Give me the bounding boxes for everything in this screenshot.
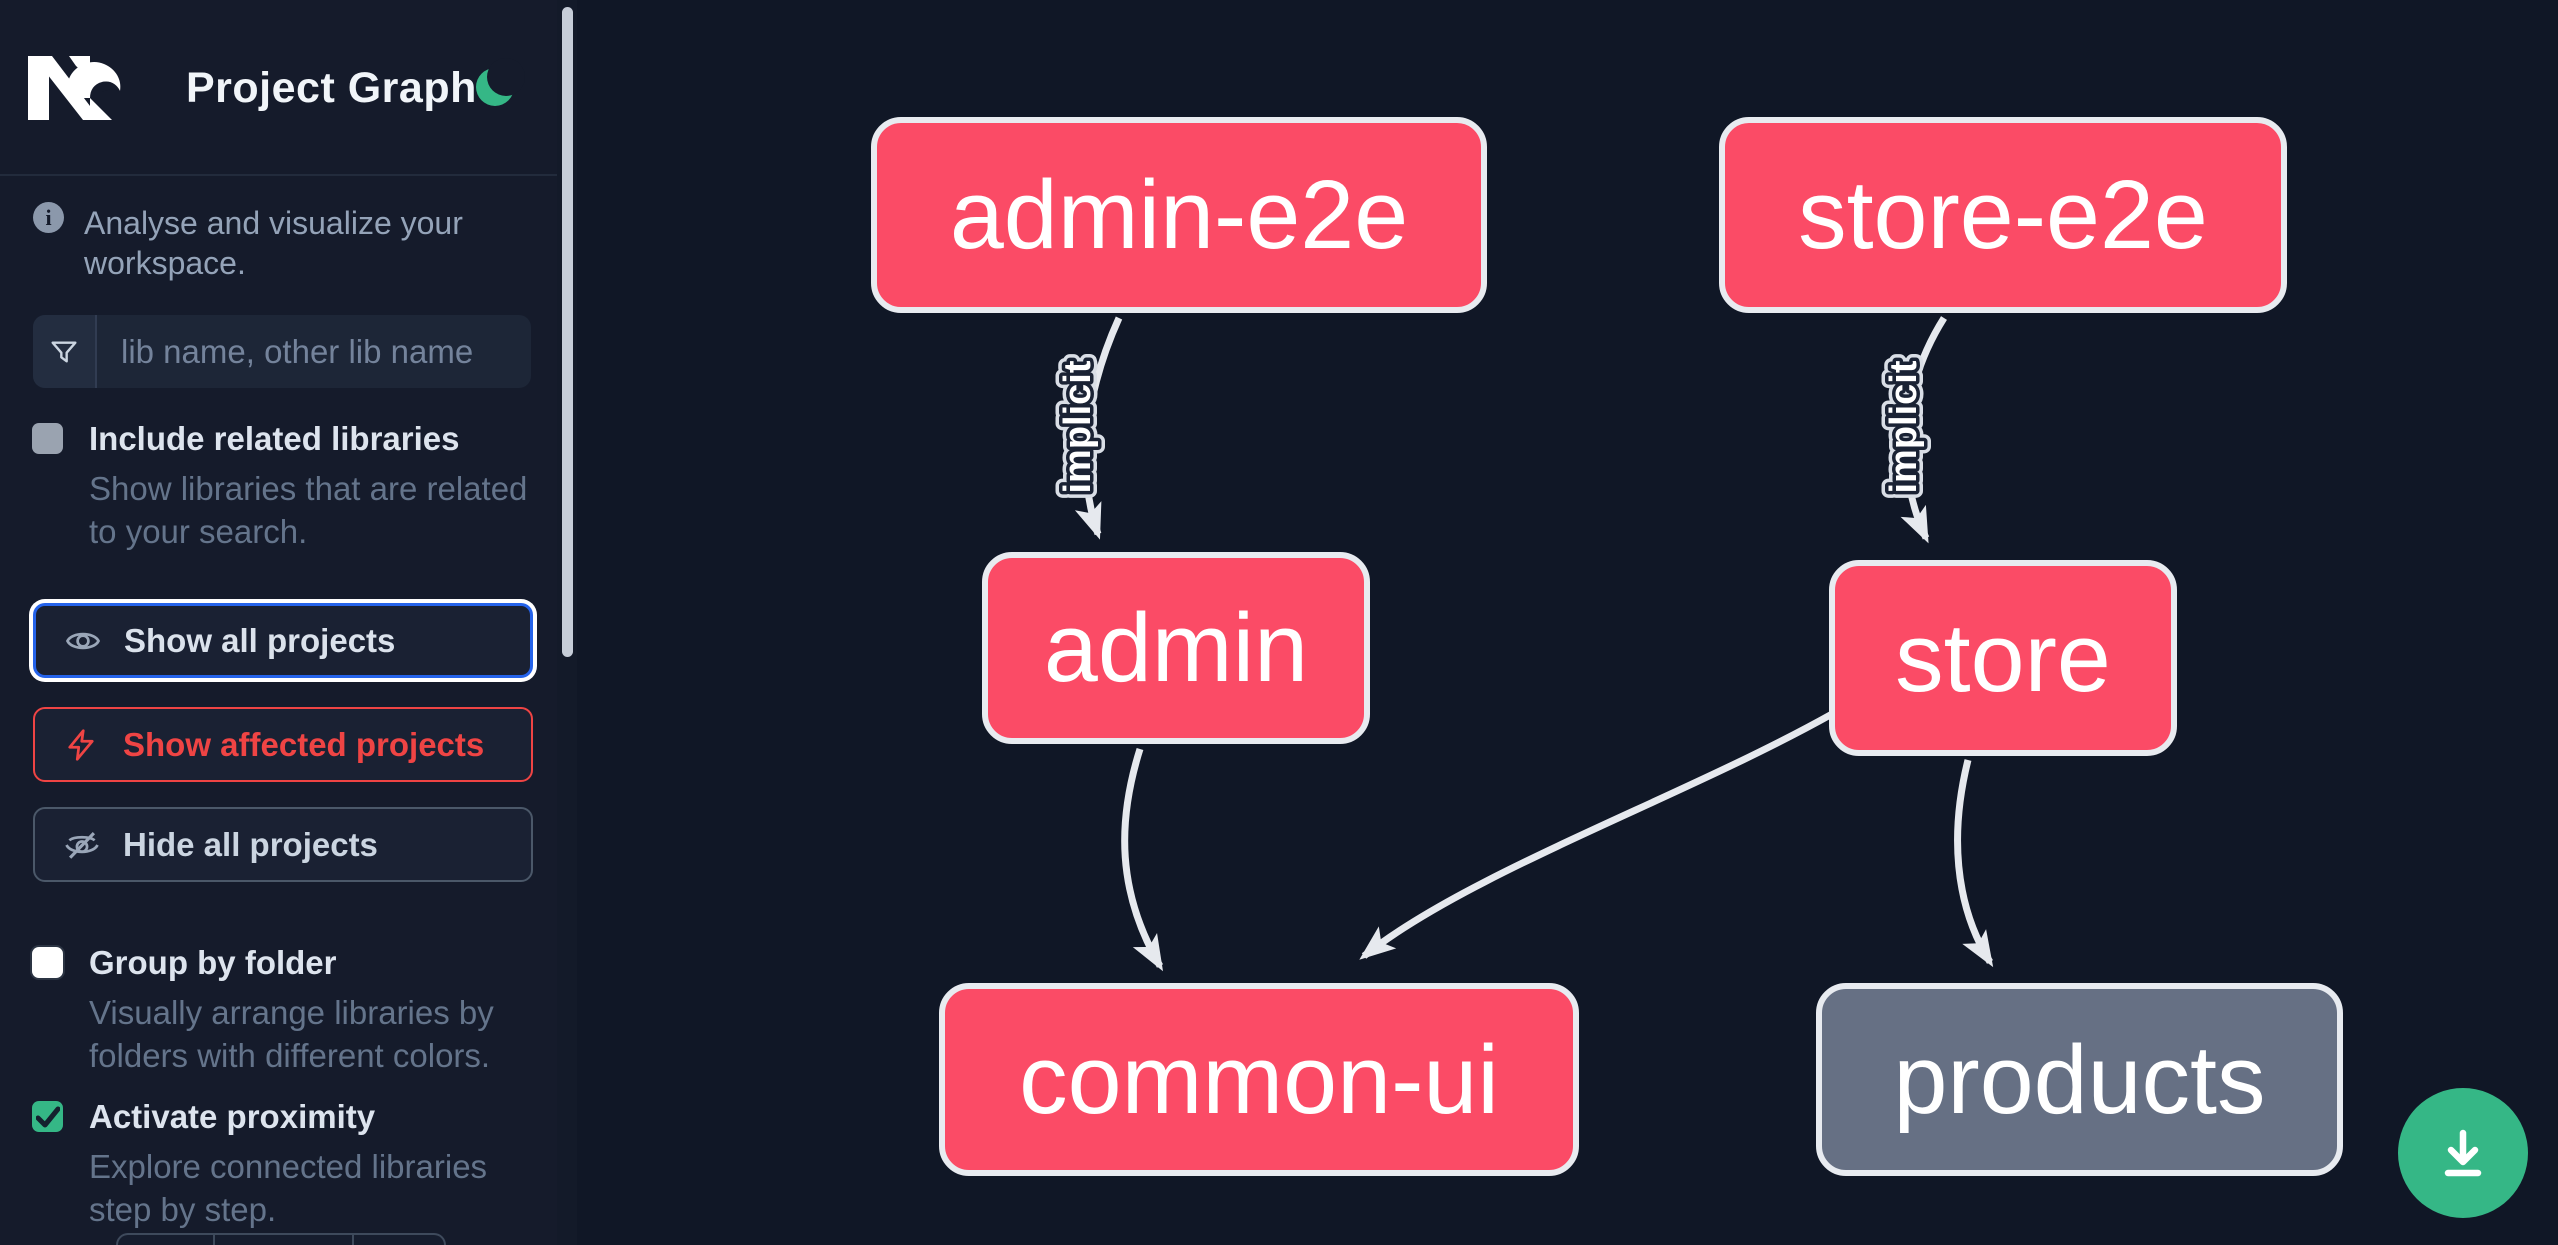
eye-off-icon <box>63 826 101 864</box>
nx-logo-icon <box>28 56 121 120</box>
option-label: Activate proximity <box>89 1098 376 1135</box>
info-icon: i <box>33 202 64 233</box>
download-icon <box>2444 1129 2482 1177</box>
checkbox-group-by-folder[interactable] <box>32 947 63 978</box>
button-label: Hide all projects <box>123 825 378 863</box>
moon-icon <box>476 58 525 106</box>
workspace-info: i Analyse and visualize your workspace. <box>33 200 533 283</box>
button-label: Show affected projects <box>123 725 485 763</box>
depth-segment[interactable] <box>215 1235 354 1245</box>
option-activate-proximity[interactable]: Activate proximity Explore connected lib… <box>32 1098 532 1231</box>
project-node-admin[interactable]: admin <box>982 552 1370 744</box>
checkbox-include-related[interactable] <box>32 423 63 454</box>
proximity-depth-control[interactable] <box>116 1233 446 1245</box>
depth-segment[interactable] <box>118 1235 215 1245</box>
depth-segment[interactable] <box>354 1235 444 1245</box>
show-affected-projects-button[interactable]: Show affected projects <box>33 707 533 782</box>
option-desc: Explore connected libraries step by step… <box>89 1147 488 1228</box>
sidebar-scrollbar-thumb[interactable] <box>562 7 573 657</box>
option-label: Group by folder <box>89 944 337 981</box>
bolt-icon <box>63 726 101 764</box>
option-desc: Visually arrange libraries by folders wi… <box>89 993 494 1074</box>
dark-mode-toggle[interactable] <box>476 58 525 110</box>
project-node-products[interactable]: products <box>1816 983 2343 1176</box>
project-node-store[interactable]: store <box>1829 560 2177 756</box>
search-box <box>33 315 531 388</box>
sidebar-scrollbar-track <box>557 0 577 1245</box>
option-desc: Show libraries that are related to your … <box>89 469 528 550</box>
sidebar-header: Project Graph <box>0 0 557 176</box>
checkbox-activate-proximity[interactable] <box>32 1101 63 1132</box>
eye-icon <box>64 622 102 660</box>
search-input[interactable] <box>97 315 531 388</box>
option-group-by-folder[interactable]: Group by folder Visually arrange librari… <box>32 944 532 1077</box>
button-label: Show all projects <box>124 621 396 659</box>
download-graph-button[interactable] <box>2398 1088 2528 1218</box>
option-include-related[interactable]: Include related libraries Show libraries… <box>32 420 532 553</box>
project-node-store-e2e[interactable]: store-e2e <box>1719 117 2287 313</box>
sidebar: Project Graph i Analyse and visualize yo… <box>0 0 557 1245</box>
project-node-common-ui[interactable]: common-ui <box>939 983 1579 1176</box>
option-label: Include related libraries <box>89 420 460 457</box>
page-title: Project Graph <box>186 64 477 112</box>
workspace-tagline: Analyse and visualize your workspace. <box>84 205 463 281</box>
filter-funnel-icon <box>33 315 97 388</box>
hide-all-projects-button[interactable]: Hide all projects <box>33 807 533 882</box>
project-node-admin-e2e[interactable]: admin-e2e <box>871 117 1487 313</box>
show-all-projects-button[interactable]: Show all projects <box>33 603 533 678</box>
